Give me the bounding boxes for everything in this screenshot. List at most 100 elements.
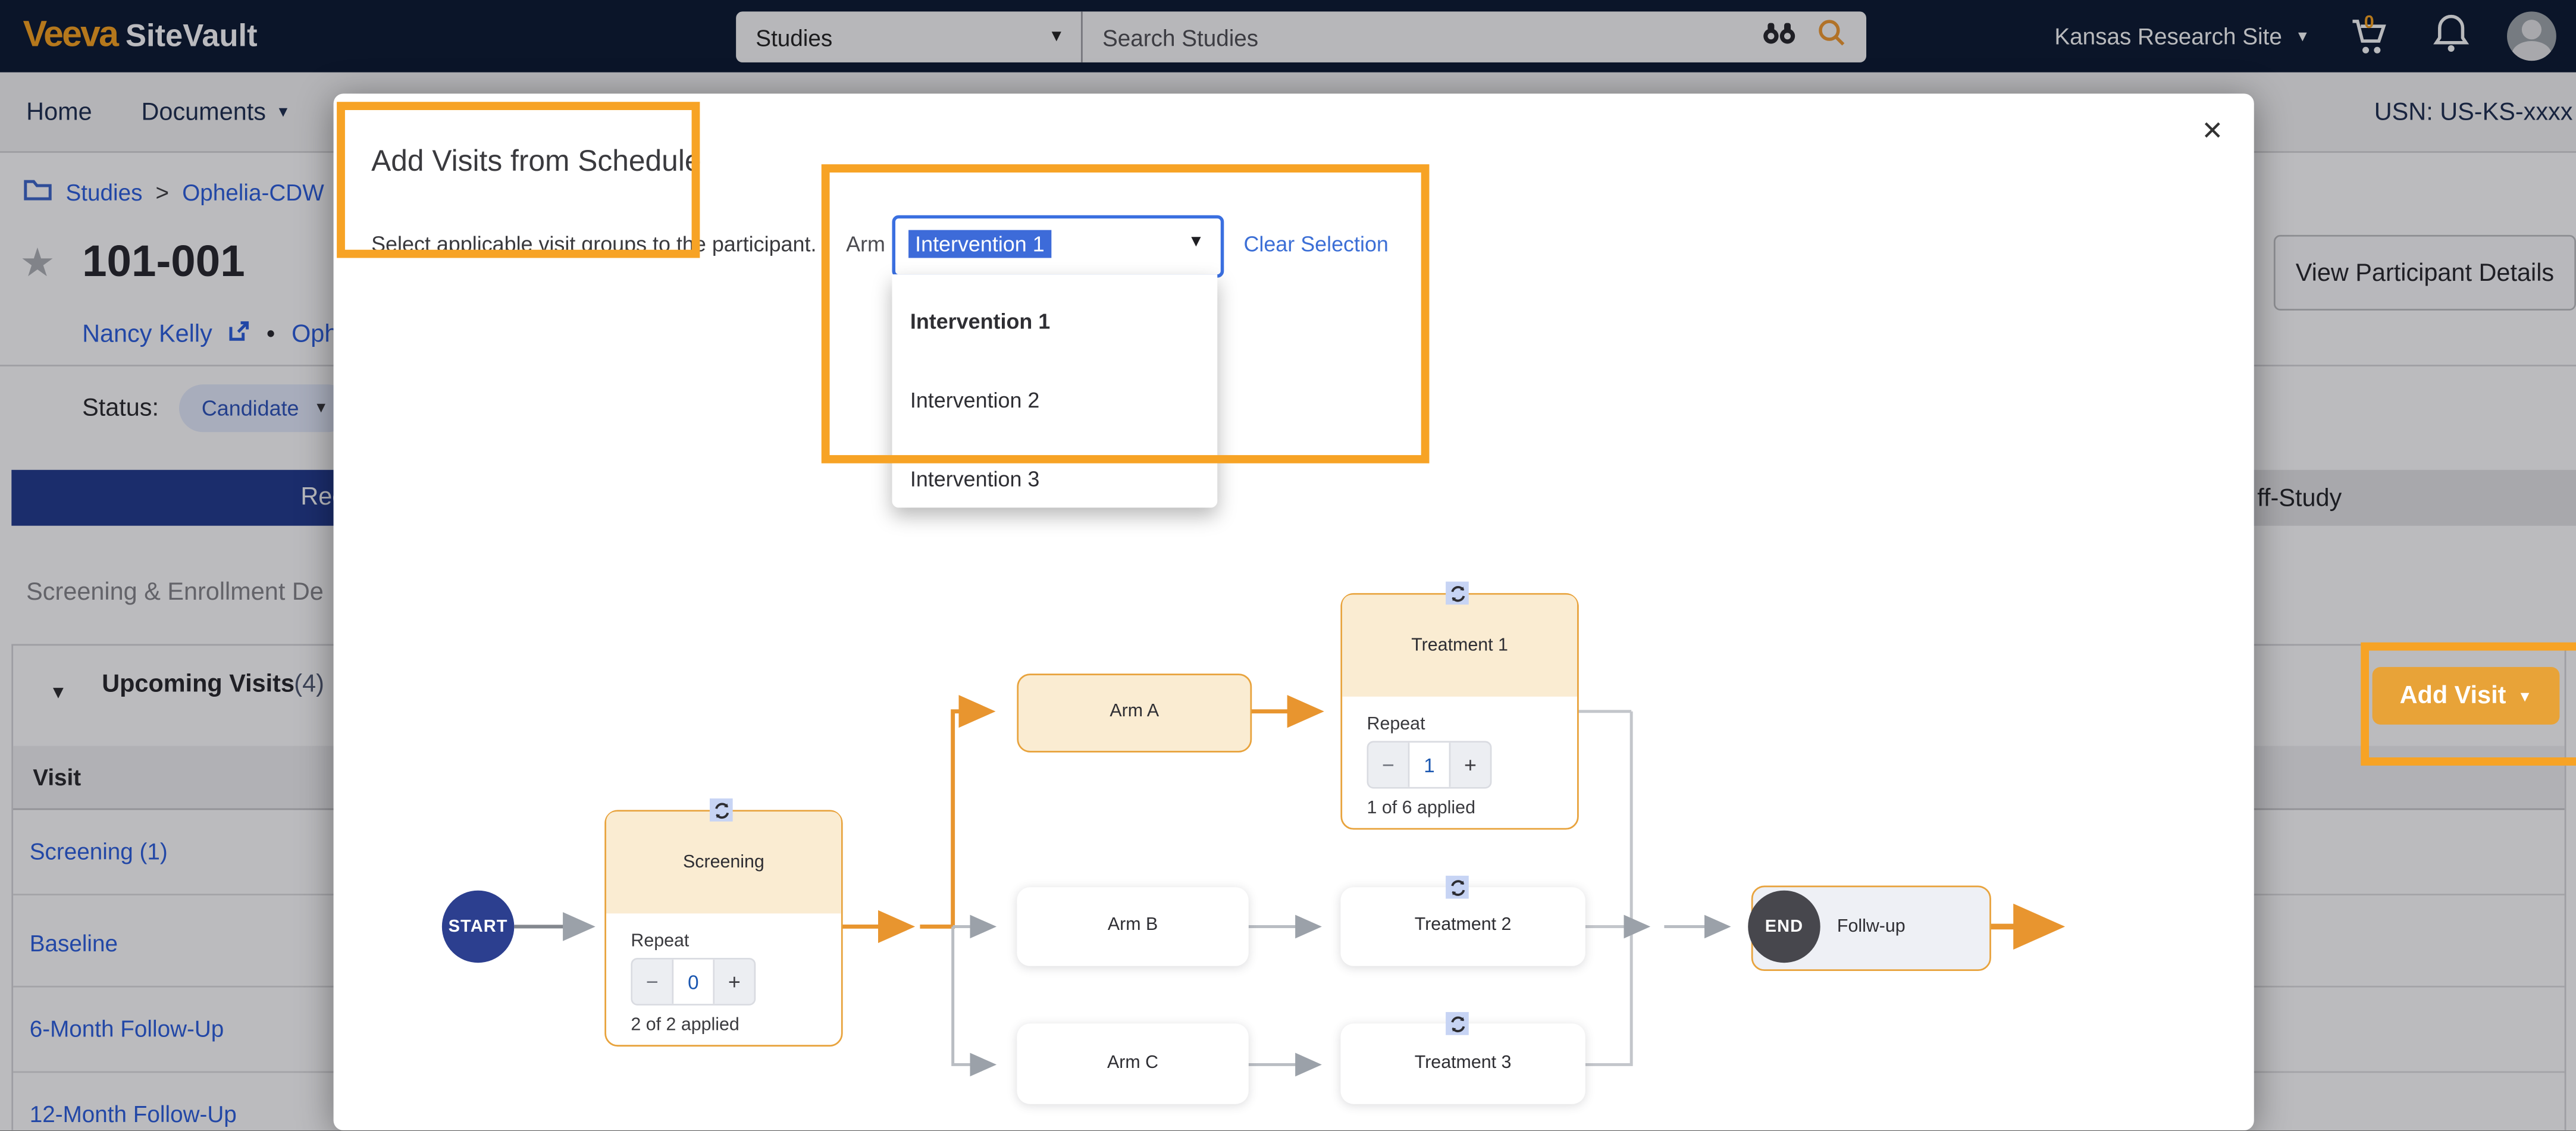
site-select-value: Kansas Research Site: [2054, 23, 2282, 49]
search-scope-value: Studies: [756, 24, 833, 51]
sync-icon[interactable]: [709, 798, 733, 822]
external-link-icon: [228, 320, 250, 348]
visit-link-screening[interactable]: Screening (1): [29, 838, 168, 864]
brand-veeva: Veeva: [23, 13, 119, 55]
site-select[interactable]: Kansas Research Site ▼: [2054, 23, 2309, 49]
user-avatar[interactable]: [2507, 11, 2556, 61]
flow-screening-card[interactable]: Screening Repeat − 0 + 2 of 2 applied: [604, 810, 843, 1047]
stepper-minus-button[interactable]: −: [632, 959, 672, 1004]
visit-link-baseline[interactable]: Baseline: [29, 929, 118, 957]
repeat-label: Repeat: [1367, 715, 1425, 735]
add-visit-button[interactable]: Add Visit ▼: [2372, 667, 2560, 725]
visit-column-header: Visit: [33, 764, 82, 791]
chevron-down-icon: ▼: [1048, 27, 1065, 46]
arm-option-1[interactable]: Intervention 1: [910, 309, 1051, 334]
chevron-down-icon: ▼: [2517, 687, 2533, 704]
chevron-down-icon: ▼: [314, 399, 329, 416]
breadcrumb: Studies > Ophelia-CDW: [23, 177, 324, 207]
arm-select-value: Intervention 1: [908, 230, 1051, 258]
section-title: Screening & Enrollment De: [26, 578, 324, 606]
study-name-link[interactable]: Oph: [292, 320, 339, 349]
table-row: 12-Month Follow-Up: [13, 1071, 2565, 1130]
off-study-label: ff-Study: [2257, 484, 2342, 512]
followup-label: Follw-up: [1837, 916, 1906, 937]
clear-selection-link[interactable]: Clear Selection: [1243, 231, 1389, 256]
arm-b-label: Arm B: [1107, 915, 1158, 935]
close-icon[interactable]: ✕: [2201, 118, 2224, 146]
flow-start-node: START: [441, 890, 515, 963]
end-label: END: [1765, 916, 1804, 937]
arm-field-label: Arm: [846, 231, 886, 256]
flow-arm-b-card[interactable]: Arm B: [1017, 887, 1249, 966]
chevron-down-icon: ▼: [2295, 27, 2310, 45]
applied-count: 2 of 2 applied: [631, 1015, 739, 1035]
off-study-button-clipped[interactable]: ff-Study: [2254, 469, 2576, 526]
participant-name-link[interactable]: Nancy Kelly: [82, 320, 212, 349]
stepper-plus-button[interactable]: +: [714, 959, 754, 1004]
upcoming-visits-count: (4): [294, 670, 324, 698]
global-search-bar: Studies ▼ Search Studies: [736, 11, 1867, 62]
usn-label: USN: US-KS-xxxx: [2374, 98, 2573, 126]
stepper-minus-button[interactable]: −: [1368, 742, 1408, 787]
participant-id-title: 101-001: [82, 236, 245, 286]
participant-subtitle: Nancy Kelly • Oph: [82, 320, 338, 348]
add-visit-label: Add Visit: [2399, 682, 2506, 710]
arm-option-2[interactable]: Intervention 2: [910, 387, 1040, 413]
flow-treatment-1-card[interactable]: Treatment 1 Repeat − 1 + 1 of 6 applied: [1340, 593, 1579, 830]
nav-home-label: Home: [26, 98, 92, 126]
upcoming-visits-header: ▼ Upcoming Visits (4): [0, 644, 2576, 746]
view-participant-details-button[interactable]: View Participant Details: [2273, 234, 2576, 311]
sync-icon[interactable]: [1446, 875, 1469, 899]
chevron-down-icon: ▼: [1187, 233, 1205, 252]
modal-instruction: Select applicable visit groups to the pa…: [371, 231, 817, 256]
breadcrumb-separator: >: [155, 179, 170, 206]
treatment-3-label: Treatment 3: [1414, 1053, 1512, 1073]
arm-options-list: Intervention 1 Intervention 2 Interventi…: [892, 274, 1218, 508]
status-value: Candidate: [201, 395, 299, 420]
repeat-label: Repeat: [631, 931, 690, 951]
screening-card-title: Screening: [606, 812, 841, 914]
sync-icon[interactable]: [1446, 1012, 1469, 1035]
breadcrumb-study-link[interactable]: Ophelia-CDW: [182, 179, 324, 206]
chevron-down-icon: ▼: [275, 103, 291, 120]
flow-arm-a-card[interactable]: Arm A: [1017, 673, 1252, 753]
stepper-value: 0: [672, 959, 715, 1004]
visit-link-12-month[interactable]: 12-Month Follow-Up: [29, 1101, 237, 1127]
cart-count-badge: 0: [2364, 13, 2374, 33]
collapse-chevron-icon[interactable]: ▼: [49, 683, 67, 703]
modal-title: Add Visits from Schedule: [371, 145, 701, 178]
nav-documents-label: Documents: [141, 98, 267, 126]
top-navbar: Veeva SiteVault Studies ▼ Search Studies…: [0, 0, 2576, 73]
search-icon[interactable]: [1817, 18, 1847, 56]
nav-item-documents[interactable]: Documents ▼: [141, 73, 290, 152]
search-input[interactable]: Search Studies: [1102, 24, 1259, 51]
flow-treatment-3-card[interactable]: Treatment 3: [1340, 1023, 1585, 1104]
treatment-2-label: Treatment 2: [1414, 915, 1512, 935]
binoculars-icon[interactable]: [1761, 20, 1797, 54]
cart-button[interactable]: 0: [2346, 11, 2395, 61]
status-badge[interactable]: Candidate ▼: [178, 383, 352, 431]
flow-treatment-2-card[interactable]: Treatment 2: [1340, 887, 1585, 966]
applied-count: 1 of 6 applied: [1367, 798, 1475, 819]
divider: [11, 644, 14, 1130]
arm-c-label: Arm C: [1107, 1053, 1159, 1073]
brand-sitevault: SiteVault: [125, 20, 258, 55]
divider: [2564, 644, 2566, 1130]
breadcrumb-studies-link[interactable]: Studies: [65, 179, 143, 206]
separator-dot: •: [266, 320, 275, 349]
treatment-1-card-title: Treatment 1: [1342, 594, 1578, 697]
arm-a-label: Arm A: [1110, 701, 1159, 722]
nav-item-home[interactable]: Home: [26, 73, 92, 152]
arm-select[interactable]: Intervention 1 ▼: [892, 215, 1224, 278]
notifications-bell-button[interactable]: [2431, 11, 2471, 62]
flow-arm-c-card[interactable]: Arm C: [1017, 1023, 1249, 1104]
favorite-star-icon[interactable]: ★: [20, 241, 55, 286]
repeat-stepper: − 1 +: [1367, 741, 1492, 789]
sync-icon[interactable]: [1446, 581, 1469, 605]
arm-option-3[interactable]: Intervention 3: [910, 466, 1040, 491]
stepper-plus-button[interactable]: +: [1450, 742, 1490, 787]
search-scope-select[interactable]: Studies ▼: [736, 11, 1083, 62]
status-label: Status:: [82, 393, 159, 422]
visit-link-6-month[interactable]: 6-Month Follow-Up: [29, 1015, 224, 1042]
